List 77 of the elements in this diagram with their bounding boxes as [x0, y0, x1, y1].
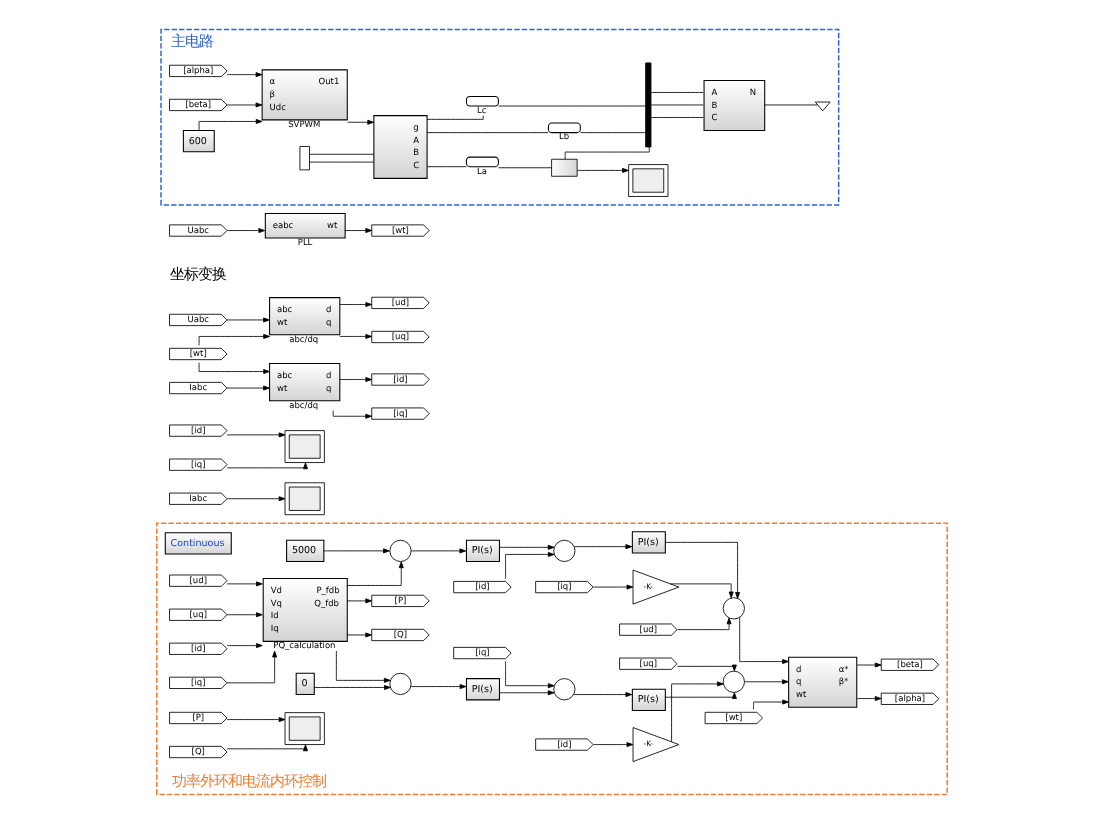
arrow: [332, 410, 372, 419]
arrow: [856, 696, 882, 701]
arrow: [670, 583, 734, 599]
node-circle: [553, 678, 576, 701]
arrow: [226, 717, 286, 723]
arrow: [226, 102, 263, 108]
arrow: [323, 548, 390, 554]
arrow: [346, 632, 373, 638]
connector: [426, 166, 467, 168]
arrow: [226, 496, 286, 502]
arrow: [226, 643, 263, 649]
arrow: [344, 228, 373, 233]
node-circle: [553, 539, 576, 562]
node-inductor: [547, 122, 581, 134]
connector: [650, 92, 704, 93]
arrow: [226, 612, 263, 618]
arrow: [505, 551, 555, 579]
connector: [309, 153, 375, 155]
arrow: [505, 661, 555, 689]
arrow: [664, 692, 737, 699]
node-circle: [722, 597, 745, 620]
arrow: [592, 584, 634, 590]
connector: [498, 167, 552, 169]
arrow: [339, 377, 373, 382]
arrow: [677, 617, 732, 631]
connector: [650, 104, 704, 106]
arrow: [226, 462, 308, 470]
node-inductor: [465, 95, 499, 107]
arrow: [856, 662, 882, 668]
arrow: [226, 72, 263, 78]
arrow: [498, 690, 555, 696]
connector: [650, 117, 704, 118]
connector: [564, 146, 650, 160]
arrow: [226, 744, 308, 752]
arrow: [339, 333, 373, 339]
arrow: [226, 581, 263, 587]
node-inductor: [465, 156, 499, 168]
arrow: [198, 333, 270, 346]
arrow: [346, 561, 404, 586]
arrow: [671, 681, 724, 743]
arrow: [339, 302, 373, 307]
arrow: [346, 598, 373, 604]
node-box: [551, 158, 578, 177]
arrow: [226, 317, 270, 323]
arrow: [664, 541, 741, 599]
connector: [498, 105, 647, 107]
arrow: [335, 650, 391, 683]
connector: [580, 132, 647, 134]
node-circle: [722, 670, 745, 693]
arrow: [313, 685, 391, 690]
node-circle: [389, 672, 412, 695]
arrow: [744, 679, 789, 685]
node-bar: [645, 62, 652, 148]
arrow: [498, 544, 555, 550]
arrow: [347, 119, 375, 125]
arrow: [226, 432, 286, 438]
arrow: [739, 617, 789, 665]
connector: [426, 115, 484, 120]
arrow: [226, 385, 270, 391]
arrow: [573, 692, 633, 698]
connector: [309, 161, 375, 163]
arrow: [226, 228, 266, 233]
arrow: [577, 167, 629, 173]
arrow: [410, 548, 467, 554]
arrow: [753, 699, 789, 710]
node-circle: [389, 539, 412, 562]
arrow: [198, 362, 270, 375]
arrow: [592, 742, 634, 748]
connector: [426, 132, 549, 134]
connector: [764, 104, 818, 106]
arrow: [573, 544, 633, 550]
arrow: [677, 664, 737, 672]
arrow: [226, 650, 278, 684]
node-ground: [814, 101, 831, 112]
arrow: [198, 119, 263, 131]
arrow: [410, 684, 467, 690]
node-battery: [299, 146, 310, 171]
